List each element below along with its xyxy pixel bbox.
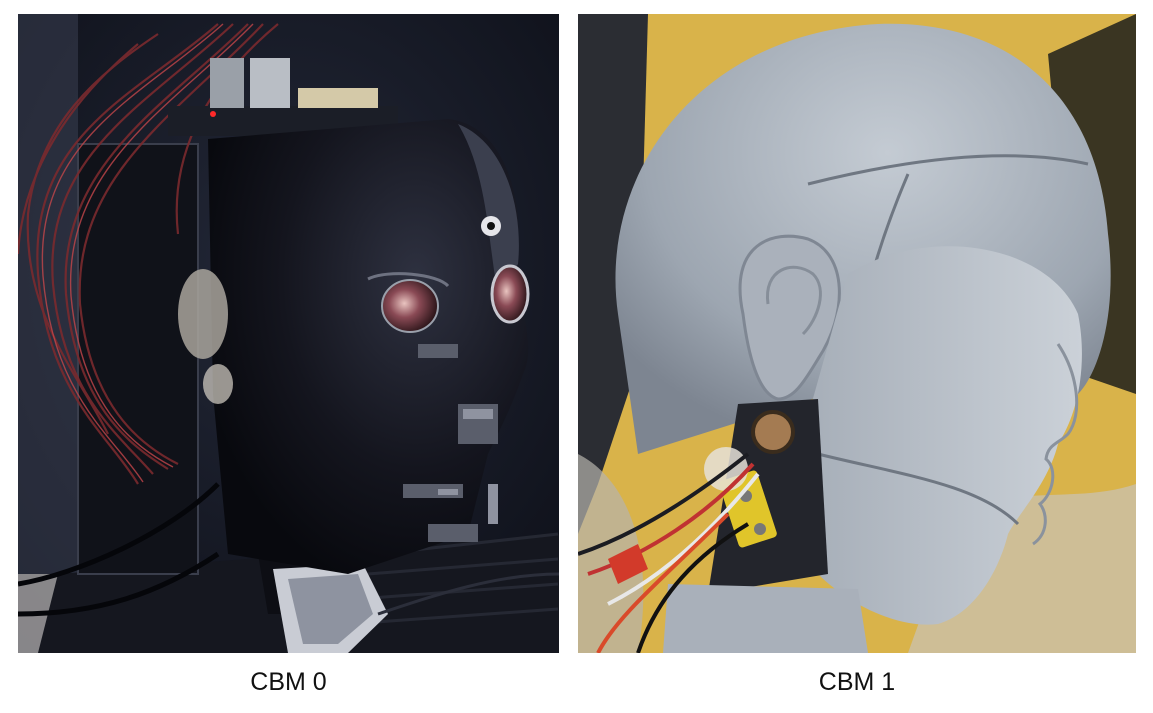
photo-cbm0-black-robot-head (18, 14, 559, 653)
caption-cbm1: CBM 1 (818, 668, 896, 696)
caption-cbm0: CBM 0 (250, 668, 327, 696)
photo-cbm1-grey-robot-head (578, 14, 1136, 653)
